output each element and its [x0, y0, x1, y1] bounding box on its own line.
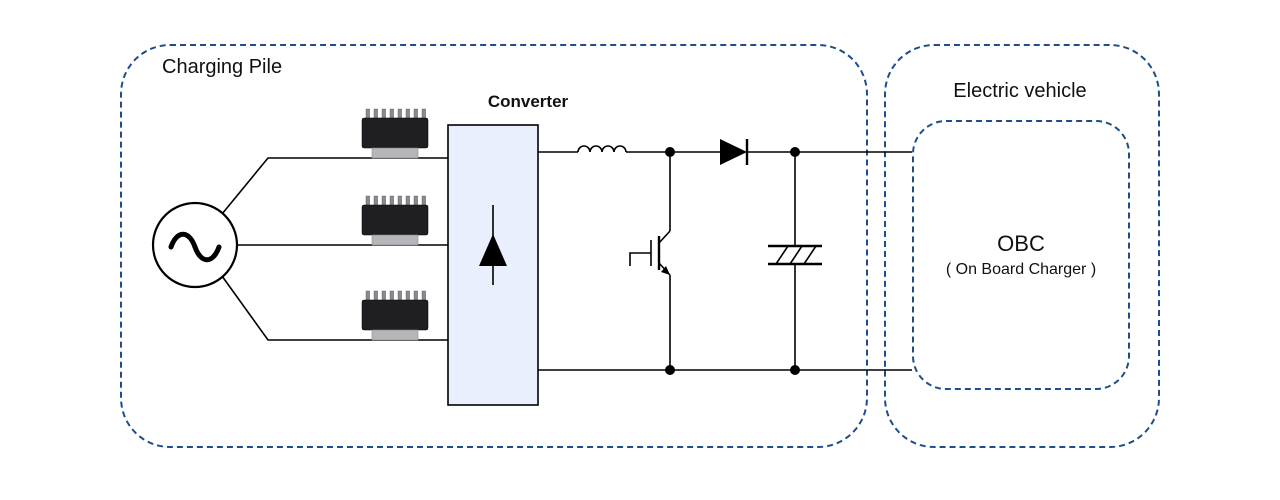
electric-vehicle-boundary [884, 44, 1160, 448]
gate-driver-ic-3-icon [361, 290, 429, 341]
obc-title: OBC [997, 231, 1045, 256]
igbt-icon [629, 152, 671, 370]
output-wires [538, 151, 912, 371]
junction-dots [665, 147, 800, 375]
ac-source-icon [151, 201, 239, 289]
inductor-icon [577, 145, 627, 153]
converter-label: Converter [487, 92, 569, 111]
diode-icon [720, 139, 749, 165]
electric-vehicle-label: Electric vehicle [953, 80, 1087, 102]
converter-block [447, 124, 539, 406]
obc-subtitle: ( On Board Charger ) [945, 261, 1097, 278]
capacitor-icon [768, 152, 822, 370]
gate-driver-ic-2-icon [361, 195, 429, 246]
charging-pile-label: Charging Pile [162, 56, 283, 78]
charging-pile-boundary [120, 44, 868, 448]
gate-driver-ic-1-icon [361, 108, 429, 159]
obc-boundary: OBC ( On Board Charger ) [912, 120, 1130, 390]
